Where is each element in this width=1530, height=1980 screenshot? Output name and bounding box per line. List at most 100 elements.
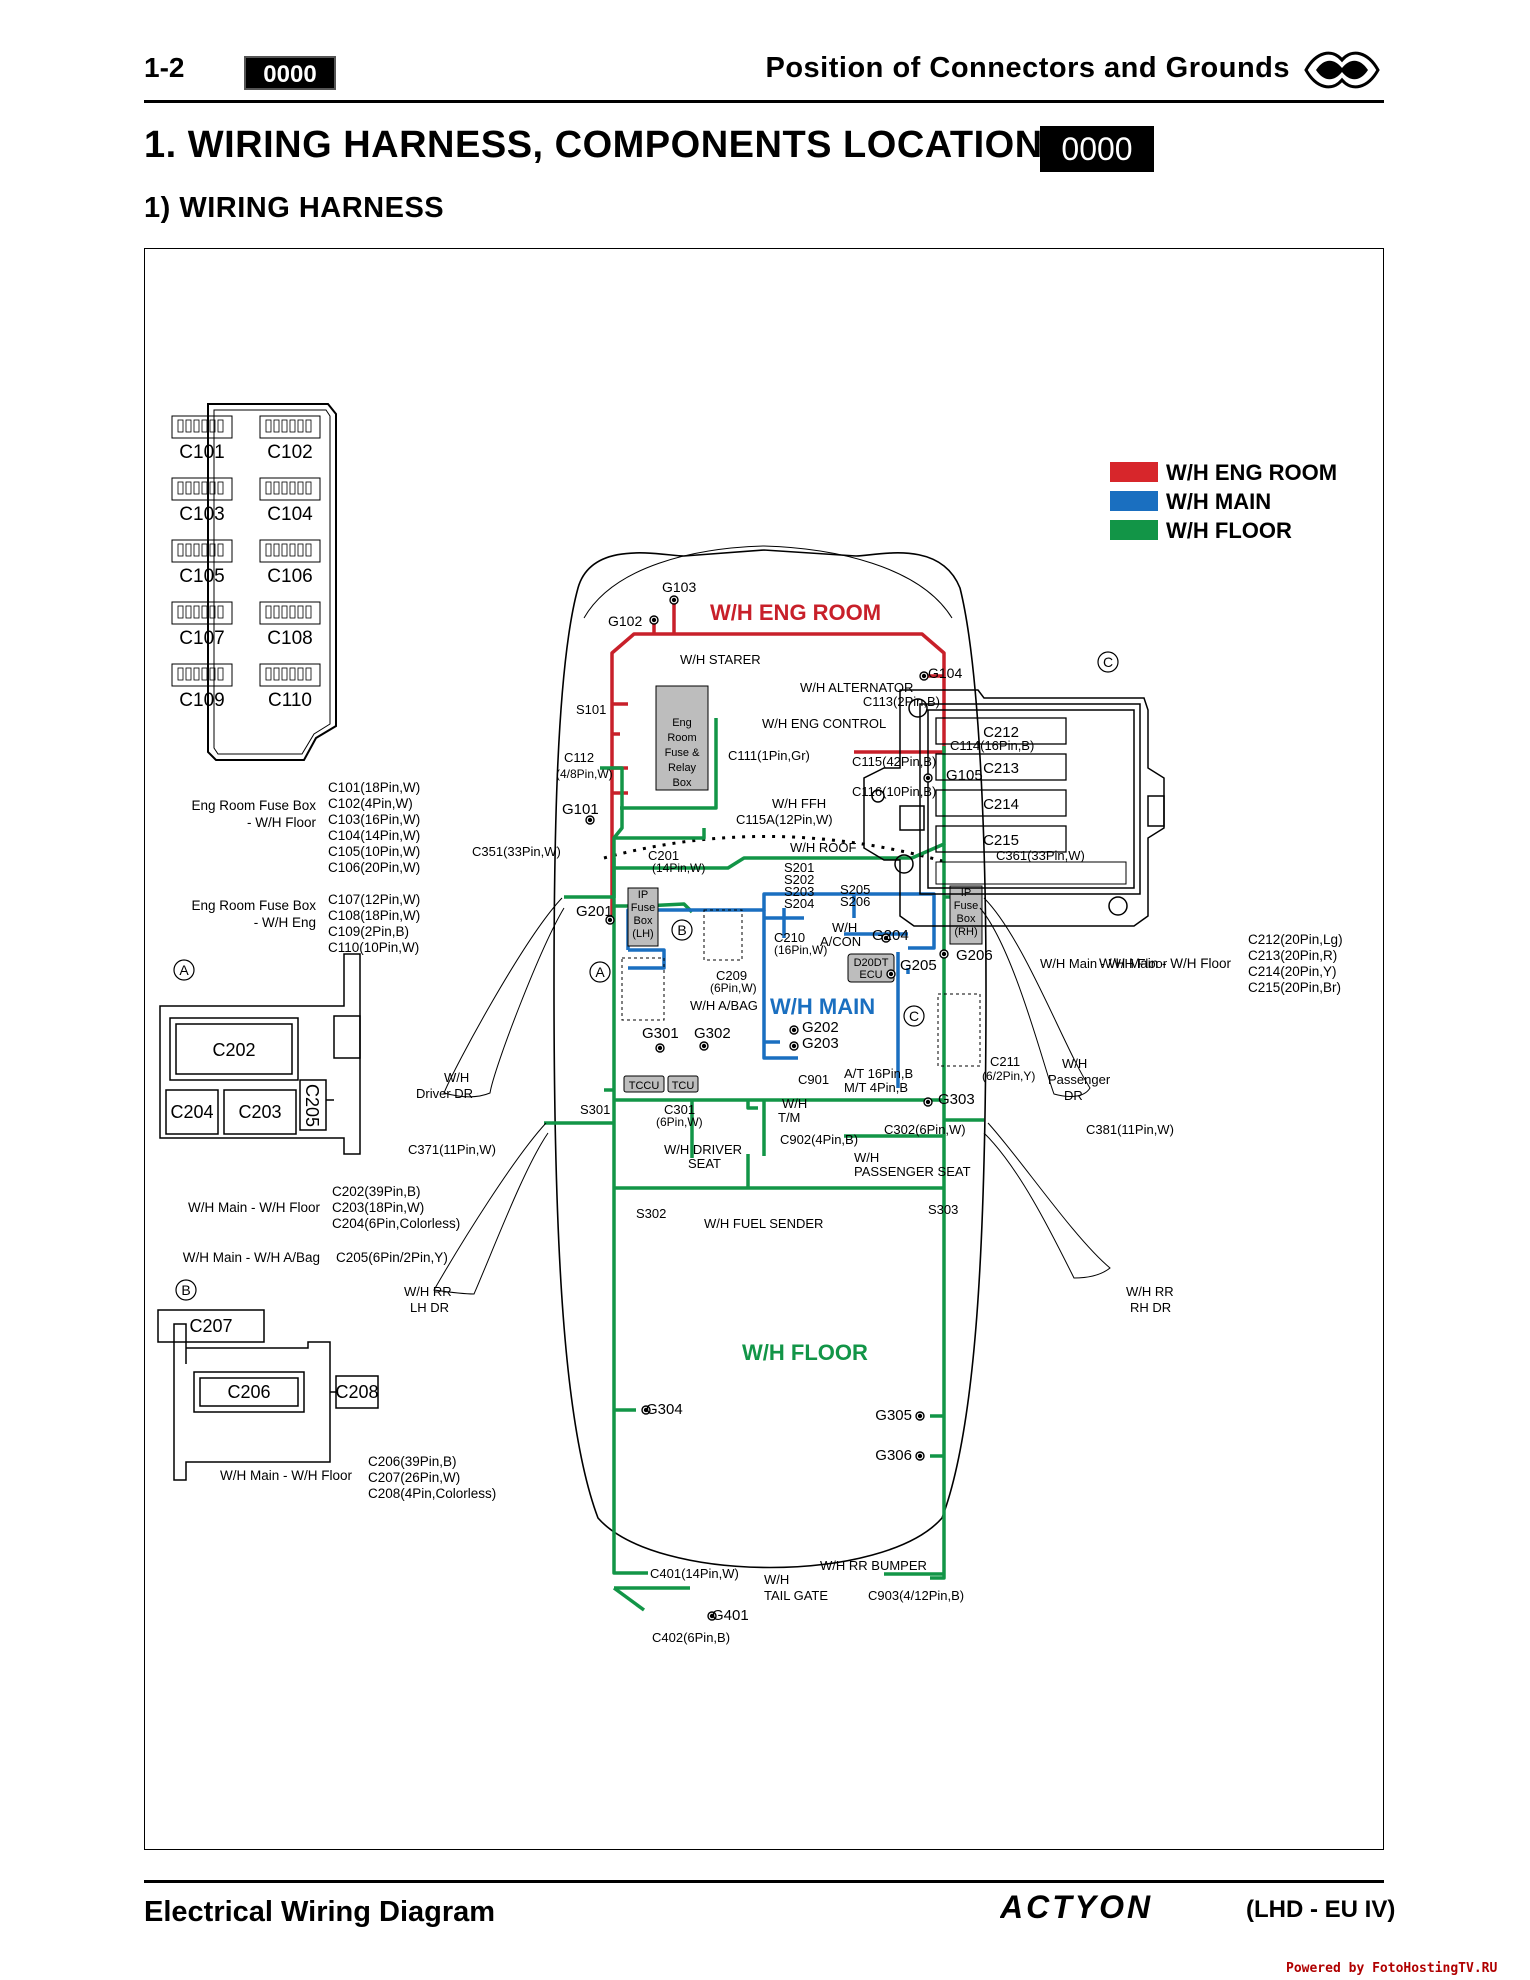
- fuse-group-item: C105(10Pin,W): [328, 844, 420, 859]
- detail-c-connector: C214: [983, 796, 1019, 813]
- fuse-group-label: Eng Room Fuse Box: [191, 898, 316, 913]
- fuse-box-connector: [171, 663, 233, 687]
- callout-b: B: [677, 922, 686, 938]
- fuse-group-label: - W/H Floor: [247, 815, 317, 830]
- main-label: W/H ROOF: [790, 840, 856, 855]
- ip-fuse-lh-text: IP: [638, 889, 648, 901]
- detail-c-drawing: [863, 689, 1165, 927]
- door-label: W/H RR: [404, 1284, 452, 1299]
- ip-fuse-box-rh: [949, 885, 983, 945]
- fuse-box-text: Room: [667, 732, 696, 744]
- floor-label: W/H RR BUMPER: [820, 1558, 927, 1573]
- floor-label: G305: [875, 1407, 912, 1424]
- detail-a-connector: C205: [302, 1084, 322, 1127]
- floor-label: G306: [875, 1447, 912, 1464]
- detail-c-connector-box: [935, 717, 1067, 745]
- fuse-box-connector: [259, 663, 321, 687]
- fuse-box-connector-label: C106: [267, 566, 312, 587]
- footer-variant: (LHD - EU IV): [1246, 1896, 1396, 1923]
- floor-label: G304: [646, 1401, 683, 1418]
- door-label: W/H: [1062, 1056, 1087, 1071]
- detail-a-item: C203(18Pin,W): [332, 1200, 424, 1215]
- ip-fuse-rh-text: Fuse: [954, 900, 978, 912]
- fuse-group-item: C109(2Pin,B): [328, 924, 409, 939]
- floor-label: S301: [580, 1102, 610, 1117]
- fuse-box-connector: [259, 601, 321, 625]
- main-label: S205: [840, 882, 870, 897]
- d20dt-ecu: [847, 953, 895, 983]
- main-label: (14Pin,W): [652, 861, 705, 875]
- floor-label: SEAT: [688, 1156, 721, 1171]
- eng-room-label: C116(10Pin,B): [852, 784, 936, 799]
- detail-c-connector: C215: [983, 832, 1019, 849]
- detail-a-group-label: W/H Main - W/H Floor: [188, 1200, 321, 1215]
- tcu-box: [667, 1075, 699, 1093]
- main-label: G203: [802, 1035, 839, 1052]
- tccu-text: TCCU: [629, 1080, 660, 1092]
- legend-swatch: [1110, 462, 1158, 482]
- eng-room-label: C114(16Pin,B): [950, 738, 1034, 753]
- floor-label: C301: [664, 1102, 695, 1117]
- detail-c-connector: C212: [983, 724, 1019, 741]
- fuse-group-item: C101(18Pin,W): [328, 780, 420, 795]
- detail-c-marker: C: [1103, 654, 1113, 670]
- eng-room-label: G102: [608, 613, 642, 629]
- fuse-box-text: Box: [673, 777, 692, 789]
- main-label: C211: [990, 1054, 1020, 1069]
- floor-label: W/H FUEL SENDER: [704, 1216, 823, 1231]
- ssangyong-logo-icon: [1304, 51, 1380, 89]
- main-label: (6Pin,W): [710, 981, 757, 995]
- floor-label: C402(6Pin,B): [652, 1630, 730, 1645]
- main-label: S204: [784, 896, 814, 911]
- main-label: C361(33Pin,W): [996, 848, 1085, 863]
- main-label: C351(33Pin,W): [472, 844, 561, 859]
- main-label: G206: [956, 947, 993, 964]
- floor-label: G401: [712, 1607, 749, 1624]
- main-label: S203: [784, 884, 814, 899]
- main-label: S201: [784, 860, 814, 875]
- fuse-box-connector: [259, 477, 321, 501]
- footer-title: Electrical Wiring Diagram: [144, 1896, 496, 1928]
- detail-b-drawing: [157, 1309, 379, 1481]
- floor-label: S303: [928, 1202, 958, 1217]
- fuse-box-connector-label: C105: [179, 566, 224, 587]
- eng-room-label: G101: [562, 801, 599, 818]
- floor-label: T/M: [778, 1110, 800, 1125]
- detail-b-connector: C208: [335, 1382, 378, 1402]
- detail-c-connector-box: [935, 789, 1067, 817]
- detail-b-item: C208(4Pin,Colorless): [368, 1486, 496, 1501]
- vehicle-outline: [553, 549, 987, 1569]
- main-label: G205: [900, 957, 937, 974]
- fuse-box-connector: [171, 477, 233, 501]
- eng-room-label: C111(1Pin,Gr): [728, 748, 810, 763]
- eng-room-label: C115A(12Pin,W): [736, 812, 833, 827]
- floor-label: S302: [636, 1206, 666, 1221]
- floor-label: W/H: [854, 1150, 879, 1165]
- main-label: C210: [774, 930, 805, 945]
- callout-c: C: [909, 1008, 919, 1024]
- fuse-group-label: Eng Room Fuse Box: [191, 798, 316, 813]
- door-label: W/H: [444, 1070, 469, 1085]
- main-label: S206: [840, 894, 870, 909]
- door-label: RH DR: [1130, 1300, 1171, 1315]
- callout-a: A: [595, 964, 605, 980]
- fuse-box-connector-label: C103: [179, 504, 224, 525]
- section-code-badge: 0000: [1040, 126, 1154, 172]
- detail-b-item: C206(39Pin,B): [368, 1454, 457, 1469]
- ip-fuse-lh-text: Fuse: [631, 902, 655, 914]
- door-label: LH DR: [410, 1300, 449, 1315]
- floor-label: C901: [798, 1072, 829, 1087]
- eng-room-label: S101: [576, 702, 606, 717]
- eng-room-label: W/H ENG CONTROL: [762, 716, 886, 731]
- main-label: G204: [872, 927, 909, 944]
- watermark-text: Powered by FotoHostingTV.RU: [1286, 1961, 1498, 1976]
- fuse-box-connector: [171, 601, 233, 625]
- detail-a-connector: C202: [212, 1040, 255, 1060]
- main-label: C209: [716, 968, 747, 983]
- ip-fuse-lh-text: Box: [634, 915, 653, 927]
- detail-c-group-label: W/H Main - W/H Floor: [1099, 956, 1232, 971]
- tccu-box: [623, 1075, 665, 1093]
- eng-fuse-box-outline: [207, 403, 337, 761]
- floor-label: C902(4Pin,B): [780, 1132, 858, 1147]
